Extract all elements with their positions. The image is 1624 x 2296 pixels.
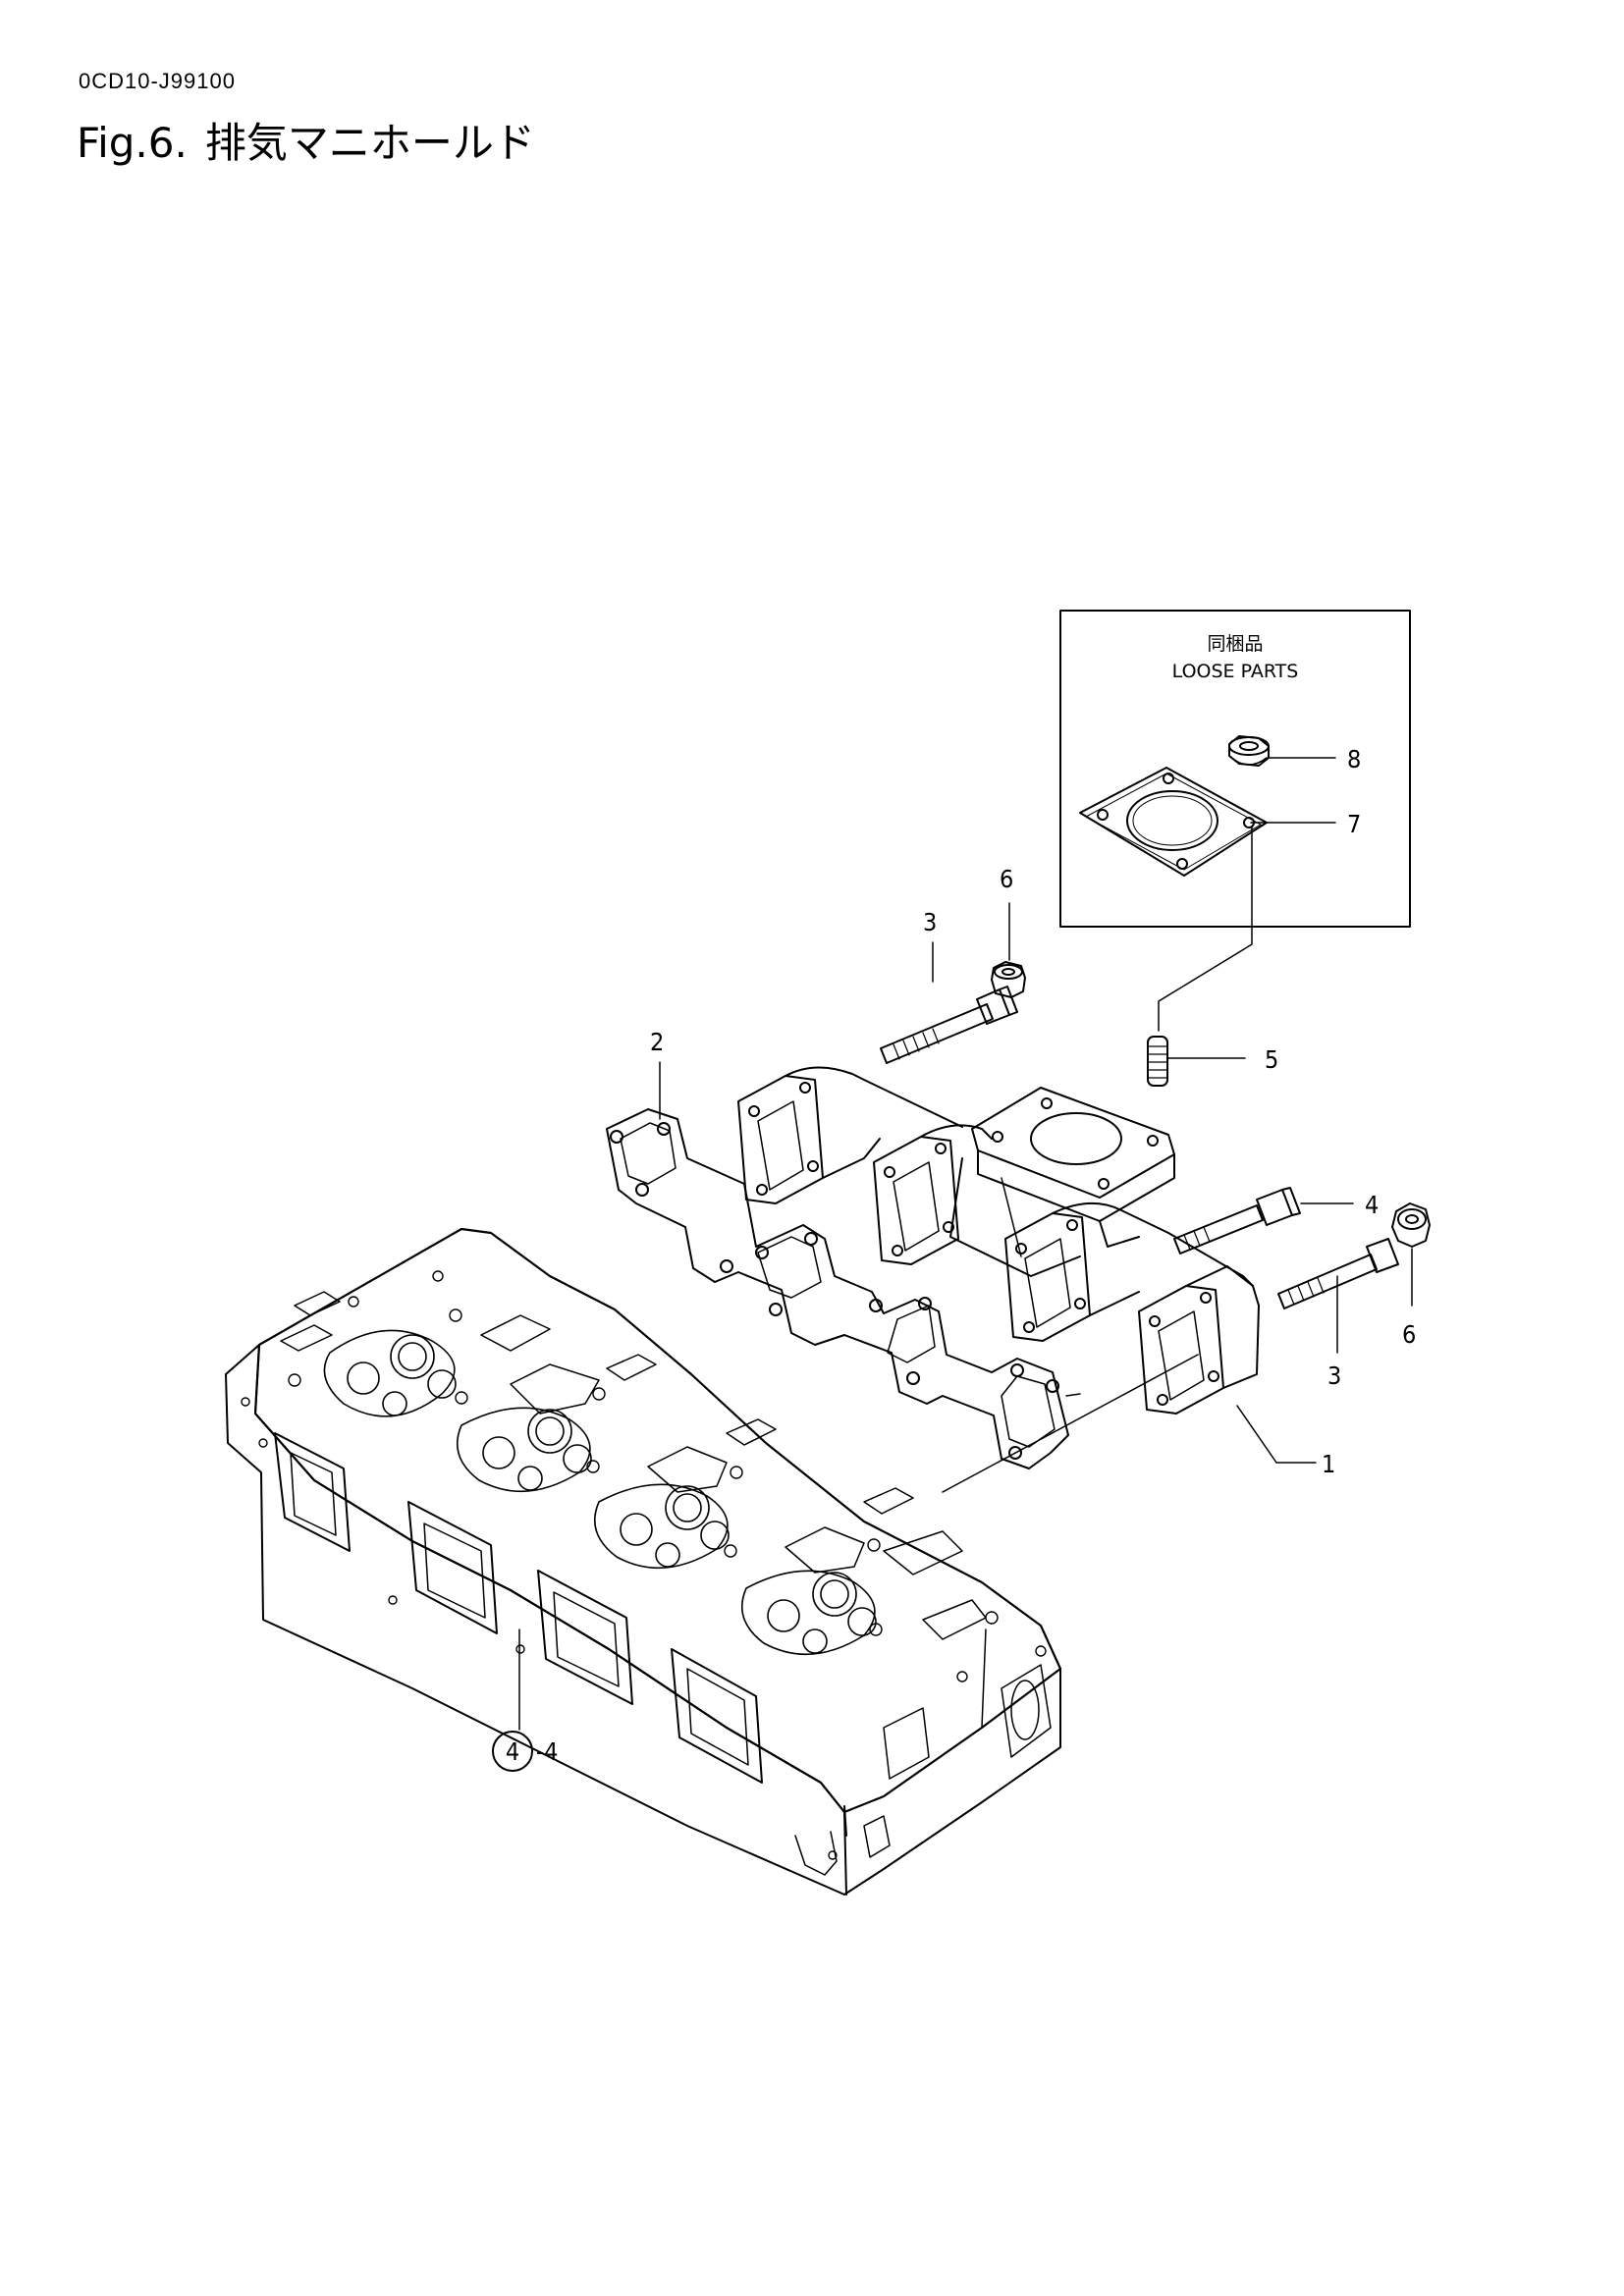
nut-part-6-top	[991, 961, 1026, 998]
manifold-gasket-part-2	[606, 1108, 1069, 1469]
bolt-part-3-right	[1277, 1238, 1399, 1309]
callout-8: 8	[1347, 745, 1361, 774]
callout-2: 2	[650, 1028, 664, 1056]
callout-6-top: 6	[1000, 865, 1013, 893]
figure-number: Fig.6.	[77, 119, 188, 167]
document-code: 0CD10-J99100	[79, 69, 236, 93]
callout-3-right: 3	[1327, 1362, 1341, 1390]
callout-7: 7	[1347, 810, 1361, 838]
callout-1: 1	[1322, 1450, 1335, 1478]
leader-box-to-stud	[1158, 826, 1253, 1032]
loose-parts-title-jp: 同梱品	[1207, 633, 1263, 655]
bolt-part-4	[1173, 1187, 1301, 1255]
callout-4: 4	[1365, 1191, 1379, 1219]
figure-name: 排気マニホールド	[204, 119, 535, 167]
bolt-part-3-top	[880, 986, 1018, 1064]
stud-part-5	[1147, 1036, 1168, 1087]
gasket-part-7	[1079, 767, 1268, 877]
reference-callout: 4 -4	[492, 1731, 558, 1772]
loose-parts-title-en: LOOSE PARTS	[1172, 661, 1299, 682]
callout-6-right: 6	[1402, 1320, 1416, 1349]
assembly-leader-1	[942, 1354, 1199, 1493]
loose-parts-box: 同梱品 LOOSE PARTS 8 7	[1059, 610, 1411, 928]
nut-part-8	[1228, 735, 1270, 767]
reference-circle-number: 4	[506, 1737, 519, 1766]
callout-5: 5	[1265, 1045, 1278, 1074]
cylinder-head	[225, 1227, 1062, 1896]
callout-3-top: 3	[923, 908, 937, 936]
nut-part-6-right	[1391, 1202, 1431, 1248]
reference-suffix: -4	[536, 1737, 558, 1766]
figure-title: Fig.6. 排気マニホールド	[77, 110, 553, 170]
